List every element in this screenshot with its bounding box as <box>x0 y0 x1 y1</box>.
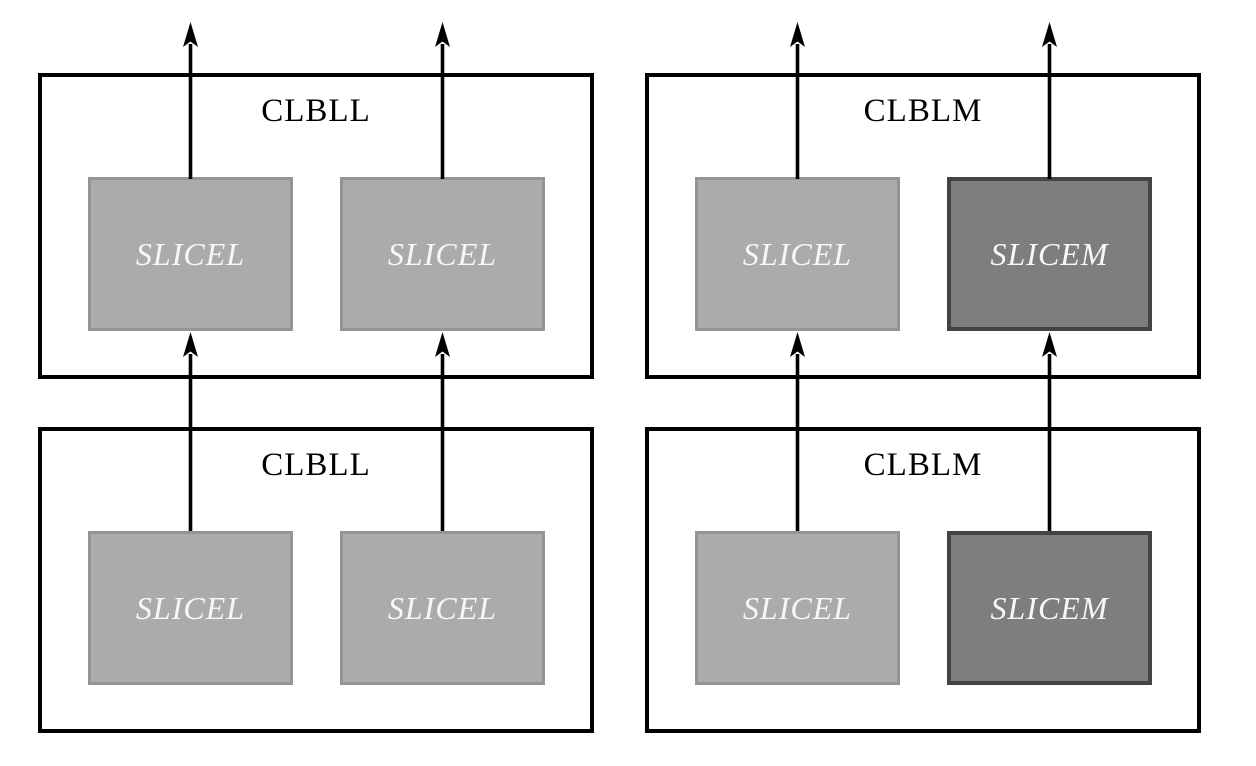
up-arrow-icon <box>435 22 450 47</box>
slice-slicem: SLICEM <box>947 531 1152 685</box>
slice-slicel: SLICEL <box>340 531 545 685</box>
slice-label: SLICEM <box>990 235 1109 272</box>
clb-block-bottom-right: CLBLM SLICEL SLICEM <box>645 427 1201 733</box>
slice-label: SLICEL <box>135 235 246 272</box>
up-arrow-icon <box>183 22 198 47</box>
slice-label: SLICEL <box>387 235 498 272</box>
slice-label: SLICEL <box>742 235 853 272</box>
slice-slicel: SLICEL <box>88 531 293 685</box>
slice-slicel: SLICEL <box>88 177 293 331</box>
slice-label: SLICEL <box>387 589 498 626</box>
clb-block-title: CLBLL <box>261 447 371 483</box>
clb-block-top-left: CLBLL SLICEL SLICEL <box>38 73 594 379</box>
up-arrow-icon <box>1042 22 1057 47</box>
slice-slicel: SLICEL <box>695 177 900 331</box>
clb-block-bottom-left: CLBLL SLICEL SLICEL <box>38 427 594 733</box>
clb-block-top-right: CLBLM SLICEL SLICEM <box>645 73 1201 379</box>
up-arrow-icon <box>790 22 805 47</box>
clb-block-title: CLBLM <box>863 93 983 129</box>
slice-slicem: SLICEM <box>947 177 1152 331</box>
slice-label: SLICEL <box>742 589 853 626</box>
slice-label: SLICEM <box>990 589 1109 626</box>
clb-block-title: CLBLL <box>261 93 371 129</box>
slice-label: SLICEL <box>135 589 246 626</box>
slice-slicel: SLICEL <box>340 177 545 331</box>
clb-block-title: CLBLM <box>863 447 983 483</box>
slice-slicel: SLICEL <box>695 531 900 685</box>
